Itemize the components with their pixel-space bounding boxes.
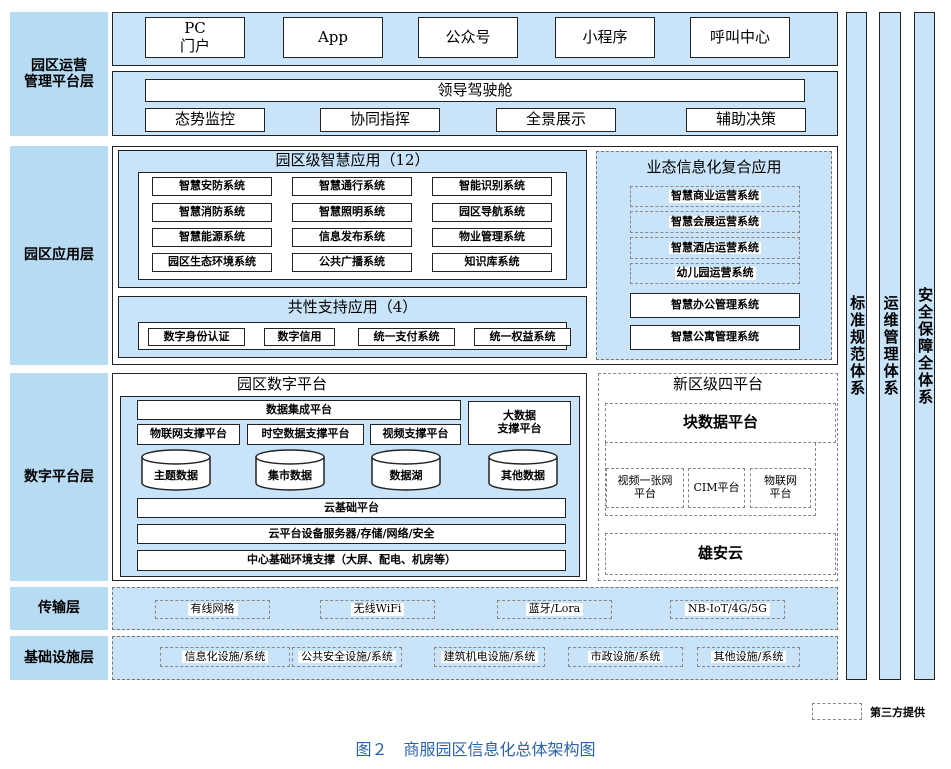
database-icon [371,449,441,491]
third-party-app-label: 智慧酒店运营系统 [669,240,761,255]
business-app: 智慧公寓管理系统 [630,325,800,350]
transport-item: 蓝牙/Lora [497,600,612,619]
third-party-app: 幼儿园运营系统 [630,263,800,284]
smart-app-item: 智慧照明系统 [292,203,412,222]
block-data-subgroup [605,443,816,516]
smart-app-item: 智慧消防系统 [152,203,272,222]
transport-item-label: 蓝牙/Lora [525,603,584,616]
data-integration-platform: 数据集成平台 [137,400,461,420]
new-district-title: 新区级四平台 [672,375,763,394]
database-icon [255,449,325,491]
infrastructure-item-label: 市政设施/系统 [587,650,664,664]
database-cylinder: 数据湖 [371,449,441,491]
infrastructure-item: 建筑机电设施/系统 [434,647,545,667]
smart-app-item: 知识库系统 [432,253,552,272]
layer-label-infrastructure: 基础设施层 [10,636,108,680]
iot-platform: 物联网 平台 [750,468,811,508]
third-party-app: 智慧酒店运营系统 [630,237,800,259]
infrastructure-item: 公共安全设施/系统 [292,647,402,667]
smart-app-item: 信息发布系统 [292,228,412,247]
bigdata-platform: 大数据 支撑平台 [468,401,571,445]
database-icon [141,449,211,491]
layer-label-digital: 数字平台层 [10,373,108,581]
transport-item: 有线网格 [155,600,270,619]
figure-caption: 图２ 商服园区信息化总体架构图 [355,740,596,759]
infrastructure-item: 市政设施/系统 [568,647,683,667]
cloud-base-platform: 云基础平台 [137,498,566,518]
leadership-cockpit: 领导驾驶舱 [145,79,805,102]
spatiotemporal-platform: 时空数据支撑平台 [247,424,364,445]
infrastructure-item-label: 建筑机电设施/系统 [440,650,539,664]
transport-item-label: 有线网格 [187,603,238,616]
function-panorama: 全景展示 [496,108,616,132]
smart-app-item: 园区导航系统 [432,203,552,222]
database-icon [488,449,558,491]
pillar-security: 安全保障全体系 [914,12,935,680]
infrastructure-item-label: 信息化设施/系统 [181,650,269,664]
third-party-app: 智慧会展运营系统 [630,211,800,233]
infrastructure-item-label: 其他设施/系统 [710,650,787,664]
iot-support-platform: 物联网支撑平台 [137,424,240,445]
database-cylinder: 集市数据 [255,449,325,491]
pillar-operations: 运维管理体系 [879,12,901,680]
infrastructure-item-label: 公共安全设施/系统 [298,650,396,664]
portal-mini-program: 小程序 [555,17,655,58]
third-party-app-label: 幼儿园运营系统 [674,266,756,280]
new-district-panel [598,373,838,581]
smart-app-item: 园区生态环境系统 [152,253,272,272]
common-app-item: 数字信用 [264,328,335,346]
common-app-item: 统一权益系统 [474,328,571,346]
third-party-app-label: 智慧商业运营系统 [669,189,761,203]
infrastructure-item: 信息化设施/系统 [160,647,290,667]
database-cylinder: 主题数据 [141,449,211,491]
block-data-platform: 块数据平台 [605,403,836,443]
cloud-devices: 云平台设备服务器/存储/网络/安全 [137,524,566,544]
layer-label-application: 园区应用层 [10,146,108,365]
video-network-platform: 视频一张网 平台 [606,468,684,508]
layer-label-management: 园区运营 管理平台层 [10,12,108,136]
smart-app-item: 公共广播系统 [292,253,412,272]
business-apps-title: 业态信息化复合应用 [646,158,782,177]
legend-dashed-swatch [812,703,862,720]
portal-call-center: 呼叫中心 [690,17,790,58]
business-app: 智慧办公管理系统 [630,293,800,318]
database-label: 数据湖 [389,468,423,482]
function-monitoring: 态势监控 [145,108,265,132]
smart-app-item: 智能识别系统 [432,177,552,196]
database-label: 集市数据 [268,468,312,482]
video-support-platform: 视频支撑平台 [370,424,461,445]
cim-platform: CIM平台 [688,468,745,508]
digital-platform-title: 园区数字平台 [236,375,327,394]
function-coordination: 协同指挥 [320,108,440,132]
portal-pc: PC 门户 [145,17,245,58]
smart-app-item: 智慧能源系统 [152,228,272,247]
common-apps-title: 共性支持应用（4） [287,298,418,317]
pillar-standards: 标准规范体系 [846,12,867,680]
third-party-app: 智慧商业运营系统 [630,186,800,207]
common-app-item: 统一支付系统 [358,328,455,346]
center-environment: 中心基础环境支撑（大屏、配电、机房等） [137,550,566,571]
portal-official-account: 公众号 [418,17,518,58]
layer-label-transport: 传输层 [10,587,108,630]
third-party-app-label: 智慧会展运营系统 [669,214,761,229]
database-cylinder: 其他数据 [488,449,558,491]
database-label: 主题数据 [154,468,198,482]
xiongan-cloud: 雄安云 [605,533,836,575]
portal-app: App [283,17,383,58]
smart-app-item: 物业管理系统 [432,228,552,247]
infrastructure-item: 其他设施/系统 [697,647,800,667]
function-decision: 辅助决策 [686,108,806,132]
database-label: 其他数据 [501,468,545,482]
legend-label: 第三方提供 [870,706,925,719]
smart-apps-title: 园区级智慧应用（12） [275,151,430,170]
transport-item-label: NB-IoT/4G/5G [685,603,770,616]
transport-item: NB-IoT/4G/5G [670,600,785,619]
transport-item: 无线WiFi [320,600,435,619]
transport-item-label: 无线WiFi [350,603,405,616]
smart-app-item: 智慧安防系统 [152,177,272,196]
smart-app-item: 智慧通行系统 [292,177,412,196]
common-app-item: 数字身份认证 [148,328,245,346]
